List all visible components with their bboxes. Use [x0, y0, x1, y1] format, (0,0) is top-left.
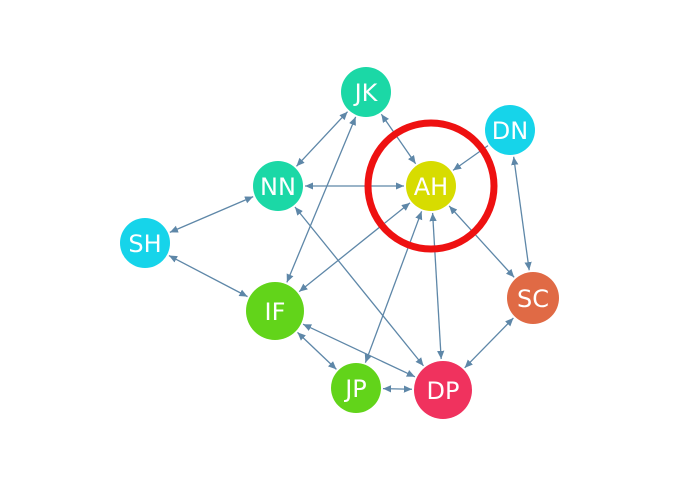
node-circle [406, 161, 456, 211]
edge-if-jp [297, 331, 337, 370]
node-circle [331, 363, 381, 413]
edge-jk-nn [295, 111, 349, 167]
edge-nn-dp [294, 206, 425, 367]
node-if[interactable]: IF [246, 282, 304, 340]
node-label: SC [517, 285, 549, 313]
edge-ah-dp [429, 212, 445, 360]
node-label: IF [265, 298, 286, 326]
node-label: JK [353, 79, 379, 107]
node-label: AH [414, 173, 448, 201]
edge-sh-if [168, 254, 248, 298]
node-jk[interactable]: JK [341, 67, 391, 117]
edge-nn-sh [169, 196, 254, 233]
node-circle [120, 218, 170, 268]
node-dp[interactable]: DP [414, 361, 472, 419]
edge-sc-dp [464, 317, 514, 369]
edges-layer [168, 111, 532, 393]
node-label: SH [128, 230, 161, 258]
node-sh[interactable]: SH [120, 218, 170, 268]
node-jp[interactable]: JP [331, 363, 381, 413]
node-circle [246, 282, 304, 340]
node-circle [485, 105, 535, 155]
node-circle [341, 67, 391, 117]
edge-ah-if [298, 202, 411, 293]
edge-if-dp [302, 323, 416, 378]
edge-jp-dp [382, 385, 413, 393]
node-label: DP [427, 377, 460, 405]
node-circle [253, 161, 303, 211]
highlight-layer [364, 119, 498, 253]
edge-ah-sc [448, 205, 515, 278]
nodes-layer: JK DN NN AH SH SC IF JP DP [120, 67, 559, 419]
node-label: NN [260, 173, 296, 201]
edge-dn-sc [511, 156, 532, 271]
node-circle [507, 272, 559, 324]
node-ah[interactable]: AH [406, 161, 456, 211]
node-label: DN [492, 117, 528, 145]
edge-jk-ah [380, 113, 417, 165]
node-sc[interactable]: SC [507, 272, 559, 324]
node-nn[interactable]: NN [253, 161, 303, 211]
highlight-ring [364, 119, 498, 253]
node-dn[interactable]: DN [485, 105, 535, 155]
node-circle [414, 361, 472, 419]
node-label: JP [343, 375, 367, 403]
